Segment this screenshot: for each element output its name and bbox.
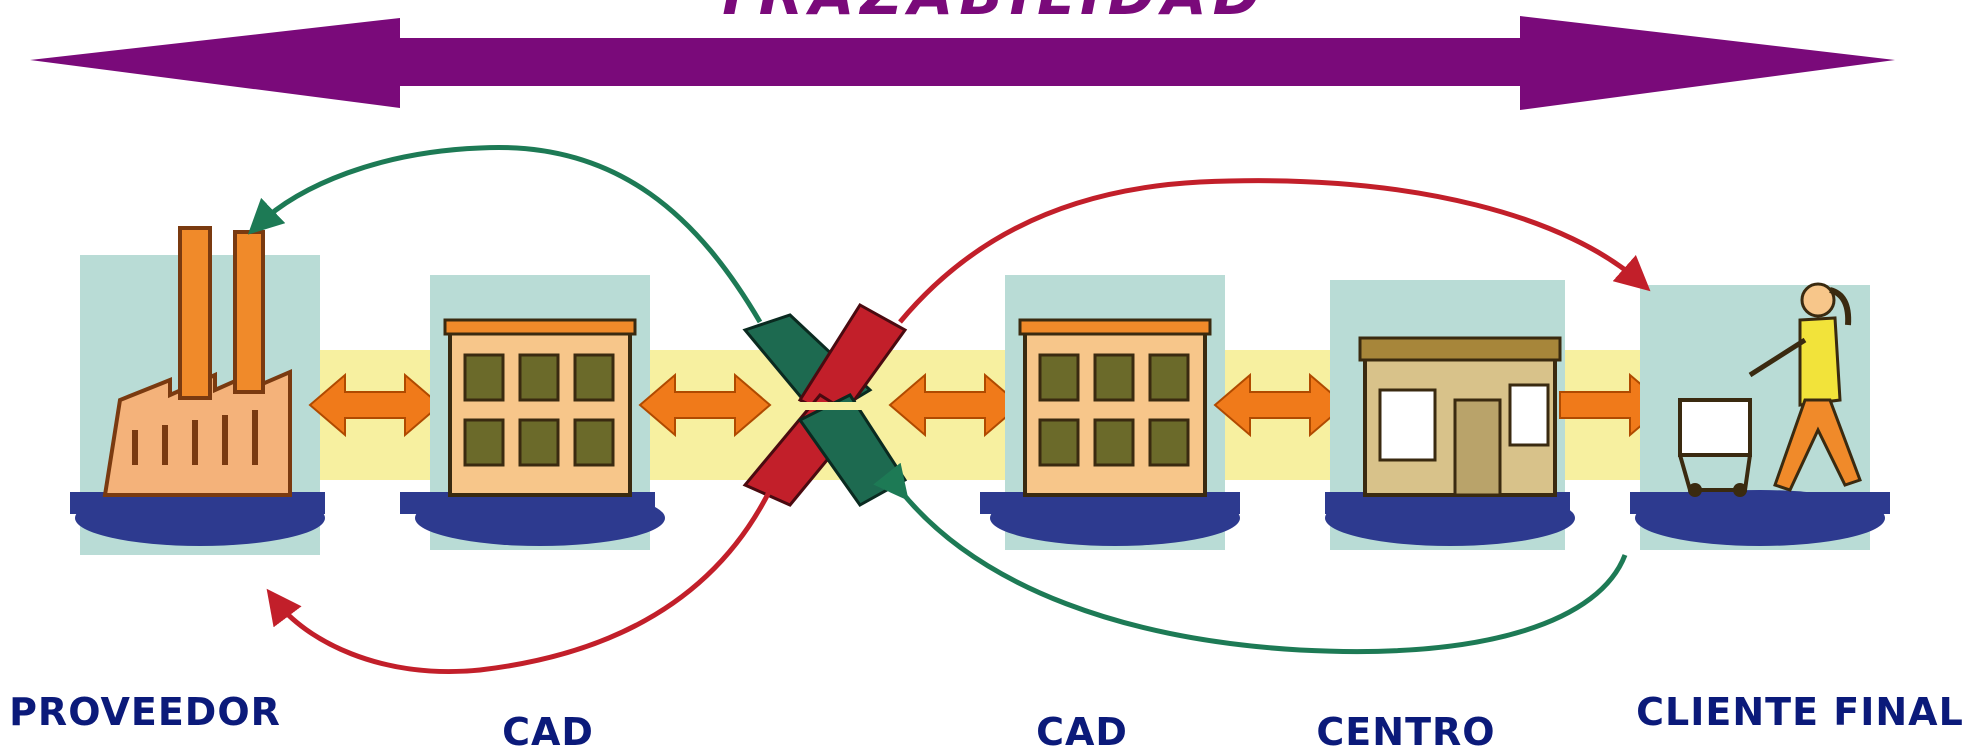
label-cad-2: CAD — [1036, 710, 1128, 751]
flow-arrow-2 — [638, 372, 772, 438]
traceability-double-arrow — [30, 16, 1895, 110]
red-loop-upper — [898, 178, 1651, 324]
label-cad-1: CAD — [502, 710, 594, 751]
warehouse-icon-2 — [980, 275, 1240, 550]
factory-icon — [70, 226, 325, 555]
label-centro: CENTRO — [1316, 710, 1495, 751]
green-loop-upper — [247, 144, 763, 324]
label-proveedor: PROVEEDOR — [9, 690, 281, 734]
red-loop-lower — [266, 488, 773, 675]
diagram-title: TRAZABILIDAD — [713, 0, 1267, 28]
shopper-icon — [1630, 282, 1890, 550]
green-loop-lower — [873, 462, 1628, 655]
warehouse-icon-1 — [400, 275, 665, 550]
label-cliente-final: CLIENTE FINAL — [1636, 690, 1964, 734]
store-icon — [1325, 280, 1575, 550]
